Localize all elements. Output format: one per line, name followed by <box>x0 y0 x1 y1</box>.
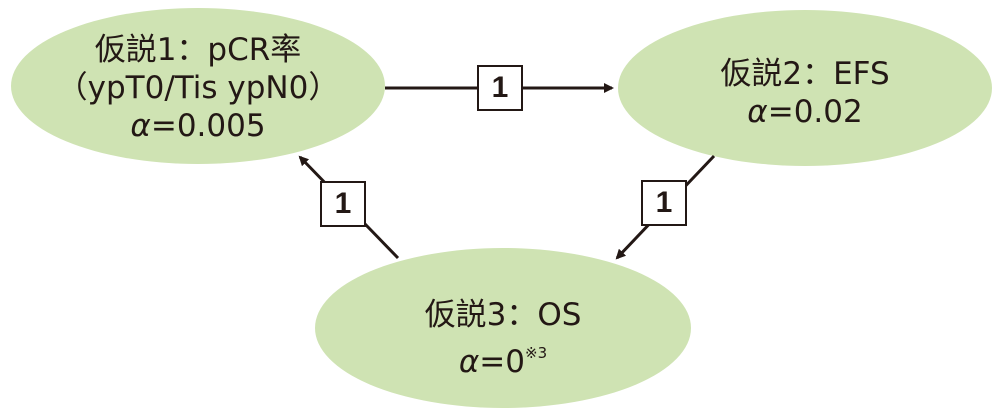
node-h3-alpha: α=0※3 <box>315 334 691 381</box>
node-h2-alpha: α=0.02 <box>618 93 992 131</box>
node-h1-alpha: α=0.005 <box>12 107 384 145</box>
node-h1-subtitle: （ypT0/Tis ypN0） <box>56 70 340 106</box>
node-h2-label: 仮説2：EFS α=0.02 <box>618 55 992 131</box>
node-h3-ellipse <box>315 248 691 408</box>
node-h1-label: 仮説1：pCR率 （ypT0/Tis ypN0） α=0.005 <box>12 31 384 145</box>
alpha-value: =0 <box>479 344 525 380</box>
edge-h1-h2-weight: 1 <box>477 65 523 111</box>
alpha-value: =0.005 <box>150 108 266 144</box>
alpha-value: =0.02 <box>767 94 863 130</box>
node-h2-ellipse <box>618 10 992 166</box>
node-h2-title: 仮説2：EFS <box>720 56 890 92</box>
node-h1-title: 仮説1：pCR率 <box>94 32 302 68</box>
edge-h2-h3-weight: 1 <box>641 180 687 226</box>
node-h1-ellipse <box>11 8 385 164</box>
alpha-symbol: α <box>747 94 768 130</box>
edge-h3-h1-weight: 1 <box>320 181 366 227</box>
alpha-symbol: α <box>458 344 480 380</box>
node-h3-title: 仮説3：OS <box>424 297 582 333</box>
node-h3-label: 仮説3：OS α=0※3 <box>315 296 691 381</box>
alpha-symbol: α <box>130 108 151 144</box>
footnote-mark: ※3 <box>525 344 548 362</box>
